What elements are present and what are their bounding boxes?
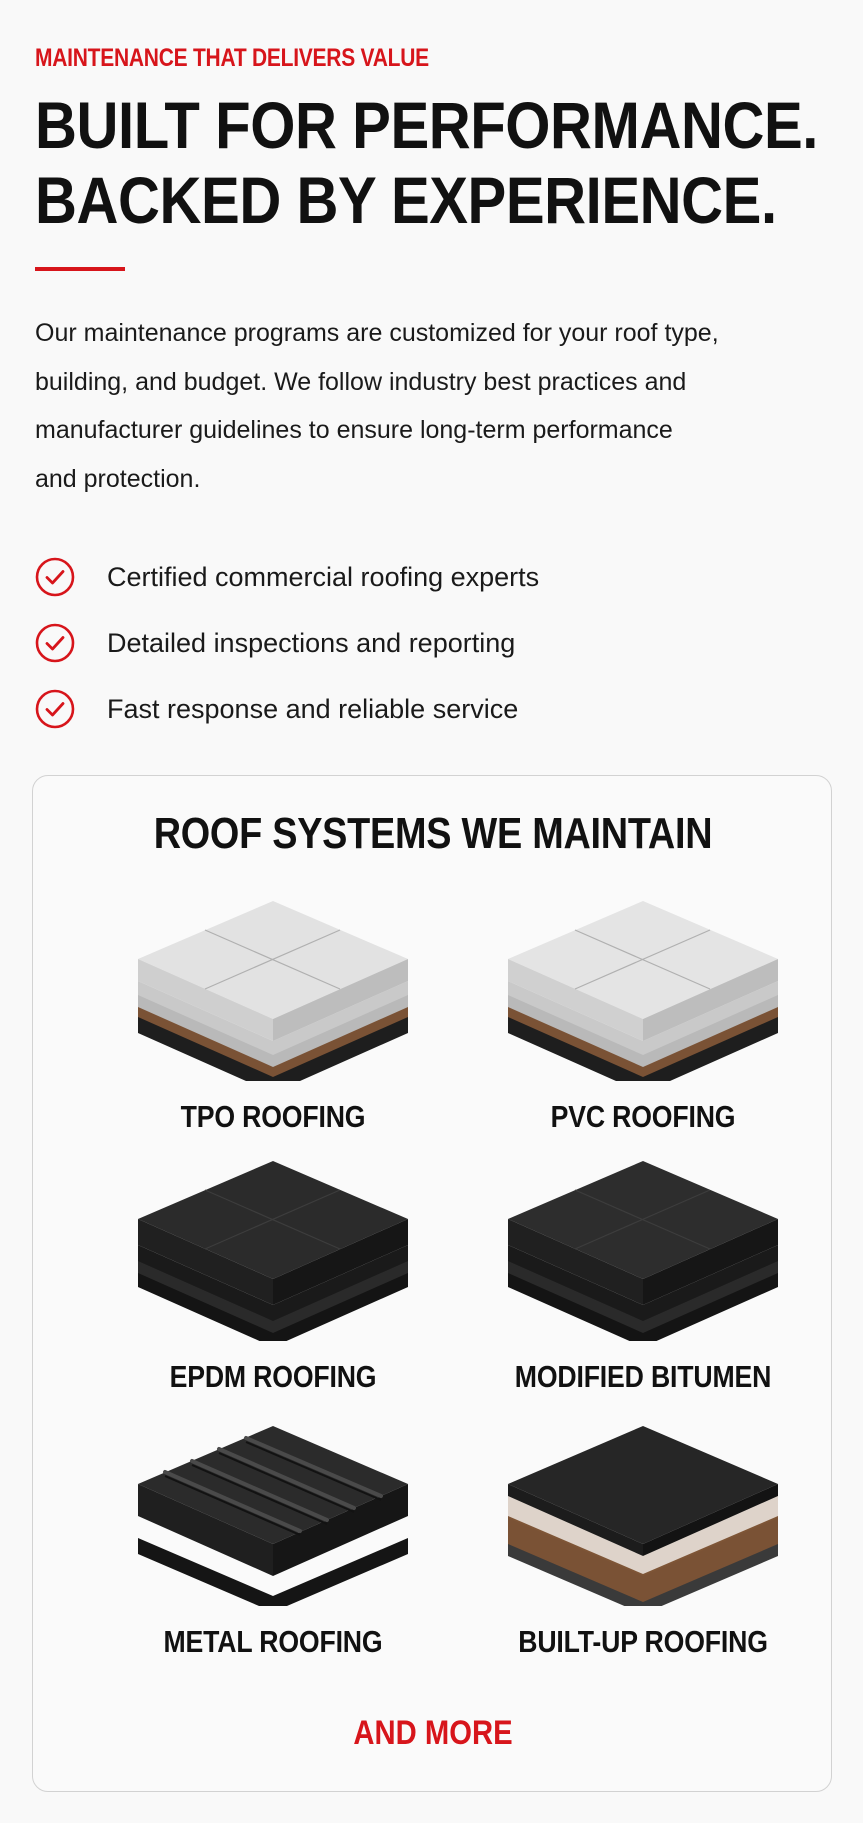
feature-item: Fast response and reliable service	[35, 676, 539, 742]
intro-paragraph: Our maintenance programs are customized …	[35, 309, 765, 503]
roof-system-modified-bitumen[interactable]: MODIFIED BITUMEN	[473, 1161, 813, 1395]
feature-label: Certified commercial roofing experts	[107, 561, 540, 592]
feature-label: Detailed inspections and reporting	[107, 627, 516, 658]
intro-line: and protection.	[35, 464, 201, 493]
roof-system-epdm[interactable]: EPDM ROOFING	[103, 1161, 443, 1395]
roof-system-label: PVC ROOFING	[550, 1099, 736, 1134]
roof-system-metal[interactable]: METAL ROOFING	[103, 1426, 443, 1660]
intro-line: building, and budget. We follow industry…	[35, 367, 687, 396]
section-headline: BUILT FOR PERFORMANCE. BACKED BY EXPERIE…	[35, 88, 818, 238]
check-circle-icon	[35, 623, 75, 663]
section-eyebrow: MAINTENANCE THAT DELIVERS VALUE	[35, 44, 429, 72]
built-up-roof-layers-icon	[508, 1426, 778, 1606]
roof-system-label: TPO ROOFING	[180, 1099, 366, 1134]
check-circle-icon	[35, 689, 75, 729]
roof-systems-card: ROOF SYSTEMS WE MAINTAIN TPO ROOFING	[32, 775, 832, 1792]
intro-line: manufacturer guidelines to ensure long-t…	[35, 416, 673, 444]
feature-item: Detailed inspections and reporting	[35, 610, 539, 676]
modified-bitumen-layers-icon	[508, 1161, 778, 1341]
pvc-roof-layers-icon	[508, 901, 778, 1081]
roof-system-label: BUILT-UP ROOFING	[518, 1624, 768, 1659]
and-more-link[interactable]: AND MORE	[353, 1714, 513, 1752]
headline-line: BACKED BY EXPERIENCE.	[35, 163, 777, 237]
headline-line: BUILT FOR PERFORMANCE.	[35, 88, 818, 162]
roof-system-label: MODIFIED BITUMEN	[514, 1359, 772, 1394]
intro-line: Our maintenance programs are customized …	[35, 319, 719, 347]
tpo-roof-layers-icon	[138, 901, 408, 1081]
metal-roof-panels-icon	[138, 1426, 408, 1606]
roof-system-tpo[interactable]: TPO ROOFING	[103, 901, 443, 1135]
roof-system-built-up[interactable]: BUILT-UP ROOFING	[473, 1426, 813, 1660]
check-circle-icon	[35, 557, 75, 597]
accent-divider	[35, 267, 125, 271]
roof-system-label: METAL ROOFING	[163, 1624, 383, 1659]
roof-systems-title: ROOF SYSTEMS WE MAINTAIN	[153, 809, 713, 858]
feature-list: Certified commercial roofing experts Det…	[35, 544, 539, 742]
roof-system-pvc[interactable]: PVC ROOFING	[473, 901, 813, 1135]
feature-label: Fast response and reliable service	[107, 693, 519, 724]
epdm-roof-layers-icon	[138, 1161, 408, 1341]
roof-system-label: EPDM ROOFING	[169, 1359, 377, 1394]
feature-item: Certified commercial roofing experts	[35, 544, 539, 610]
